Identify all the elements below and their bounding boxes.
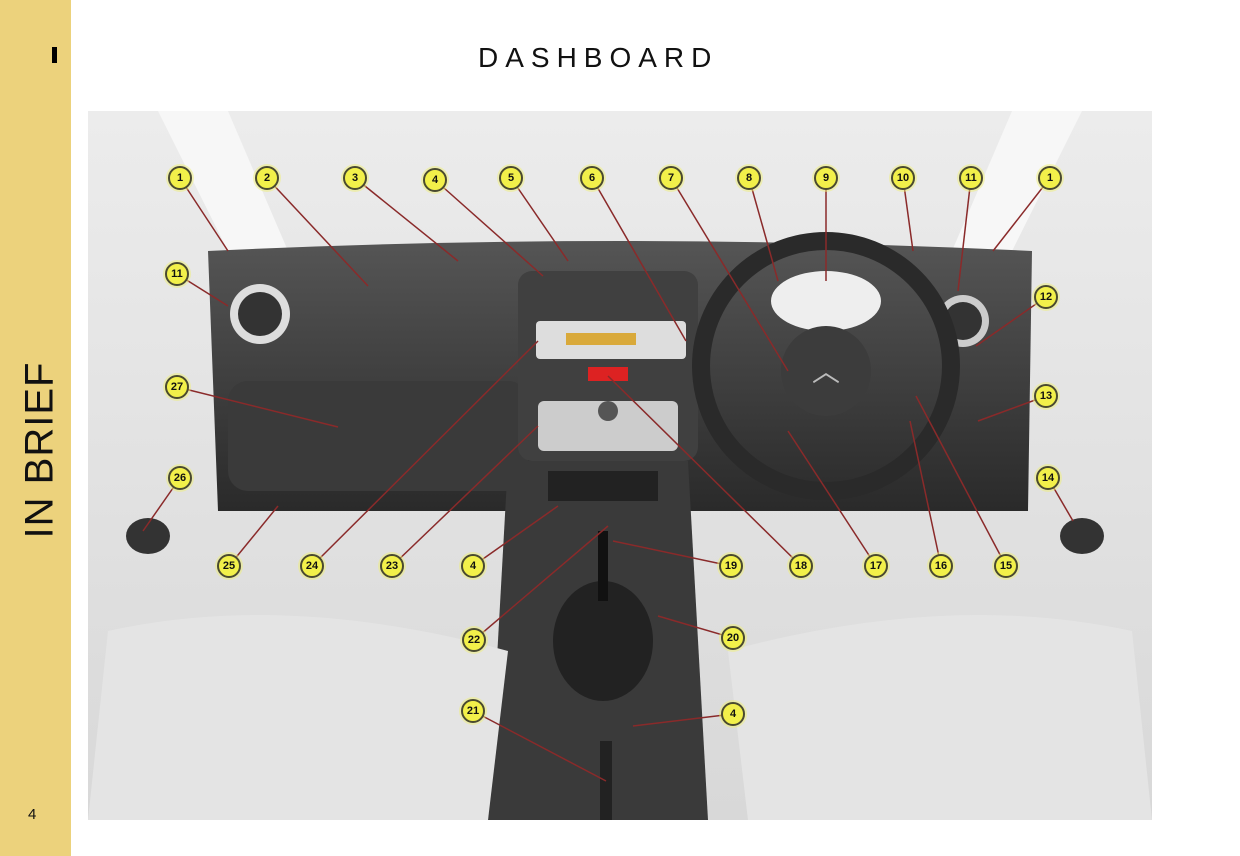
callout-badge: 22: [462, 628, 486, 652]
callout-badge: 4: [461, 554, 485, 578]
callout-badge: 8: [737, 166, 761, 190]
callout-badge: 2: [255, 166, 279, 190]
callout-badge: 6: [580, 166, 604, 190]
svg-text:︿: ︿: [812, 356, 840, 387]
callout-badge: 26: [168, 466, 192, 490]
callout-badge: 24: [300, 554, 324, 578]
chapter-marker: [52, 47, 57, 63]
callout-badge: 21: [461, 699, 485, 723]
callout-badge: 4: [423, 168, 447, 192]
callout-badge: 1: [168, 166, 192, 190]
page-title: DASHBOARD: [478, 42, 719, 73]
section-label: IN BRIEF: [17, 361, 62, 539]
callout-badge: 10: [891, 166, 915, 190]
page-number: 4: [28, 806, 37, 823]
dashboard-illustration: ︿: [88, 111, 1152, 820]
callout-badge: 1: [1038, 166, 1062, 190]
callout-badge: 4: [721, 702, 745, 726]
callout-badge: 7: [659, 166, 683, 190]
chapter-sidebar: IN BRIEF 4: [0, 0, 71, 856]
callout-badge: 9: [814, 166, 838, 190]
callout-badge: 11: [165, 262, 189, 286]
callout-badge: 3: [343, 166, 367, 190]
callout-badge: 14: [1036, 466, 1060, 490]
callout-badge: 16: [929, 554, 953, 578]
callout-badge: 19: [719, 554, 743, 578]
leader-lines: [142, 177, 1074, 782]
callout-badge: 12: [1034, 285, 1058, 309]
callout-badge: 5: [499, 166, 523, 190]
callout-badge: 18: [789, 554, 813, 578]
callout-badge: 15: [994, 554, 1018, 578]
callout-badge: 27: [165, 375, 189, 399]
callout-badge: 17: [864, 554, 888, 578]
callout-badge: 25: [217, 554, 241, 578]
callout-badge: 20: [721, 626, 745, 650]
callout-badge: 11: [959, 166, 983, 190]
callout-badge: 23: [380, 554, 404, 578]
callout-badge: 13: [1034, 384, 1058, 408]
